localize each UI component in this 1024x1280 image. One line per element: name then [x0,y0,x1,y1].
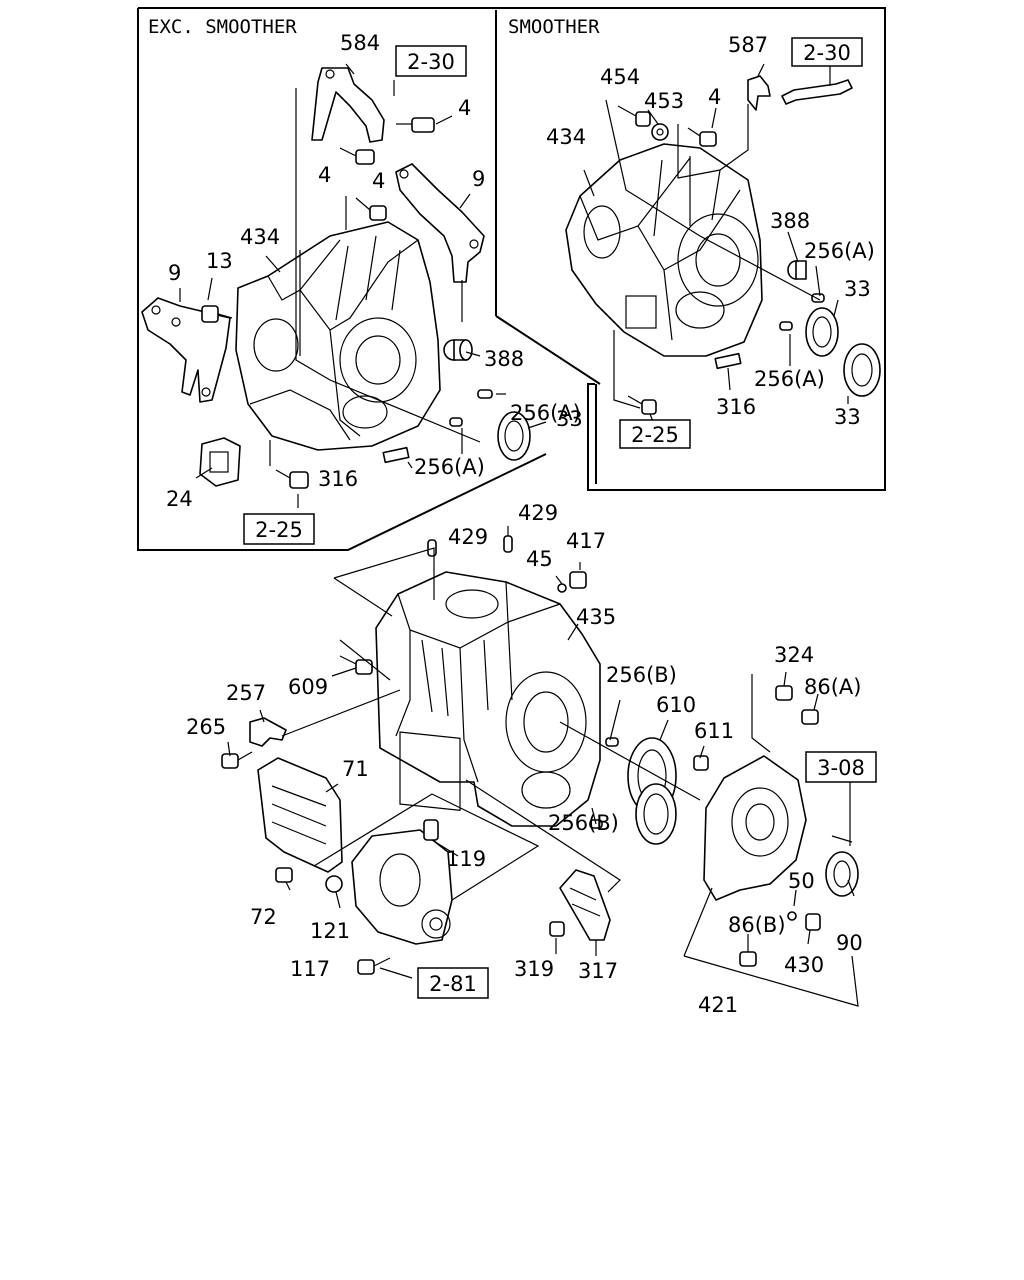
ref-box-3-08[interactable]: 3-08 [805,751,877,783]
ref-label: 3-08 [817,756,865,780]
callout-610: 610 [656,693,696,717]
callout-454: 454 [600,65,640,89]
clutch-housing-right [565,143,763,357]
callout-388: 388 [770,209,810,233]
section-title-smoother: SMOOTHER [508,16,600,38]
callout-13: 13 [206,249,233,273]
bearing-388-right [787,260,807,280]
clutch-housing-left [235,221,441,451]
callout-45: 45 [526,547,553,571]
plug-417-seal-45 [557,571,587,593]
ref-box-2-25-right[interactable]: 2-25 [619,419,691,449]
callout-609: 609 [288,675,328,699]
ref-label: 2-81 [429,972,477,996]
callout-324: 324 [774,643,814,667]
callout-117: 117 [290,957,330,981]
callout-417: 417 [566,529,606,553]
callout-4: 4 [318,163,331,187]
bolts-right [617,105,717,415]
callout-435: 435 [576,605,616,629]
callout-33: 33 [834,405,861,429]
dowel-pins-right [714,293,825,370]
callout-33: 33 [844,277,871,301]
ref-label: 2-30 [407,50,455,74]
callout-434: 434 [240,225,280,249]
callout-256b: 256(B) [606,663,677,687]
leader-lines-left [179,63,547,508]
oil-seal-33-left [497,411,531,461]
bolt-609 [339,655,373,675]
callout-429: 429 [448,525,488,549]
callout-430: 430 [784,953,824,977]
callout-256a: 256(A) [414,455,485,479]
callout-24: 24 [166,487,193,511]
callout-256b: 256(B) [548,811,619,835]
callout-33: 33 [556,407,583,431]
callout-265: 265 [186,715,226,739]
oil-seal-90 [825,835,859,897]
pto-cover-2-81 [351,819,453,975]
cover-71 [257,757,343,893]
cover-317 [549,869,611,941]
oil-seals-33-right [805,307,881,397]
section-title-exc-smoother: EXC. SMOOTHER [148,16,297,38]
ref-label: 2-25 [631,423,679,447]
callout-256a: 256(A) [754,367,825,391]
callout-86a: 86(A) [804,675,861,699]
callout-388: 388 [484,347,524,371]
clip-257-bolt-265 [221,717,287,769]
cover-24 [199,437,241,487]
gaskets-610 [627,737,709,845]
callout-316: 316 [318,467,358,491]
callout-317: 317 [578,959,618,983]
ref-box-2-81[interactable]: 2-81 [417,967,489,999]
callout-4: 4 [458,96,471,120]
callout-319: 319 [514,957,554,981]
callout-90: 90 [836,931,863,955]
bracket-584 [311,67,385,143]
ref-box-2-25-left[interactable]: 2-25 [243,513,315,545]
callout-71: 71 [342,757,369,781]
ref-label: 2-25 [255,518,303,542]
top-panel-frame [137,7,886,551]
callout-4: 4 [708,85,721,109]
bracket-9-left [141,297,231,403]
transmission-case-435 [375,571,601,827]
ref-label: 2-30 [803,41,851,65]
callout-429: 429 [518,501,558,525]
bolts-left [201,117,435,489]
pipe-587 [747,75,853,111]
callout-9: 9 [168,261,181,285]
leader-lines-lower [227,526,859,1007]
callout-257: 257 [226,681,266,705]
callout-86b: 86(B) [728,913,786,937]
callout-4: 4 [372,169,385,193]
dowel-pins-left [382,389,493,464]
callout-50: 50 [788,869,815,893]
callout-121: 121 [310,919,350,943]
bracket-9-right [395,163,485,283]
extension-housing-421 [703,685,821,967]
callout-421: 421 [698,993,738,1017]
callout-434: 434 [546,125,586,149]
callout-256a: 256(A) [510,401,581,425]
callout-453: 453 [644,89,684,113]
callout-611: 611 [694,719,734,743]
ref-box-2-30-right[interactable]: 2-30 [791,37,863,67]
leader-lines-right [583,63,849,425]
callout-316: 316 [716,395,756,419]
callout-256a: 256(A) [804,239,875,263]
callout-9: 9 [472,167,485,191]
callout-72: 72 [250,905,277,929]
callout-119: 119 [446,847,486,871]
callout-584: 584 [340,31,380,55]
callout-587: 587 [728,33,768,57]
ref-box-2-30-left[interactable]: 2-30 [395,45,467,77]
callouts: 584 4 4 4 9 434 13 9 388 256(A) 33 316 2… [166,31,875,1017]
bearing-388-left [443,339,473,361]
